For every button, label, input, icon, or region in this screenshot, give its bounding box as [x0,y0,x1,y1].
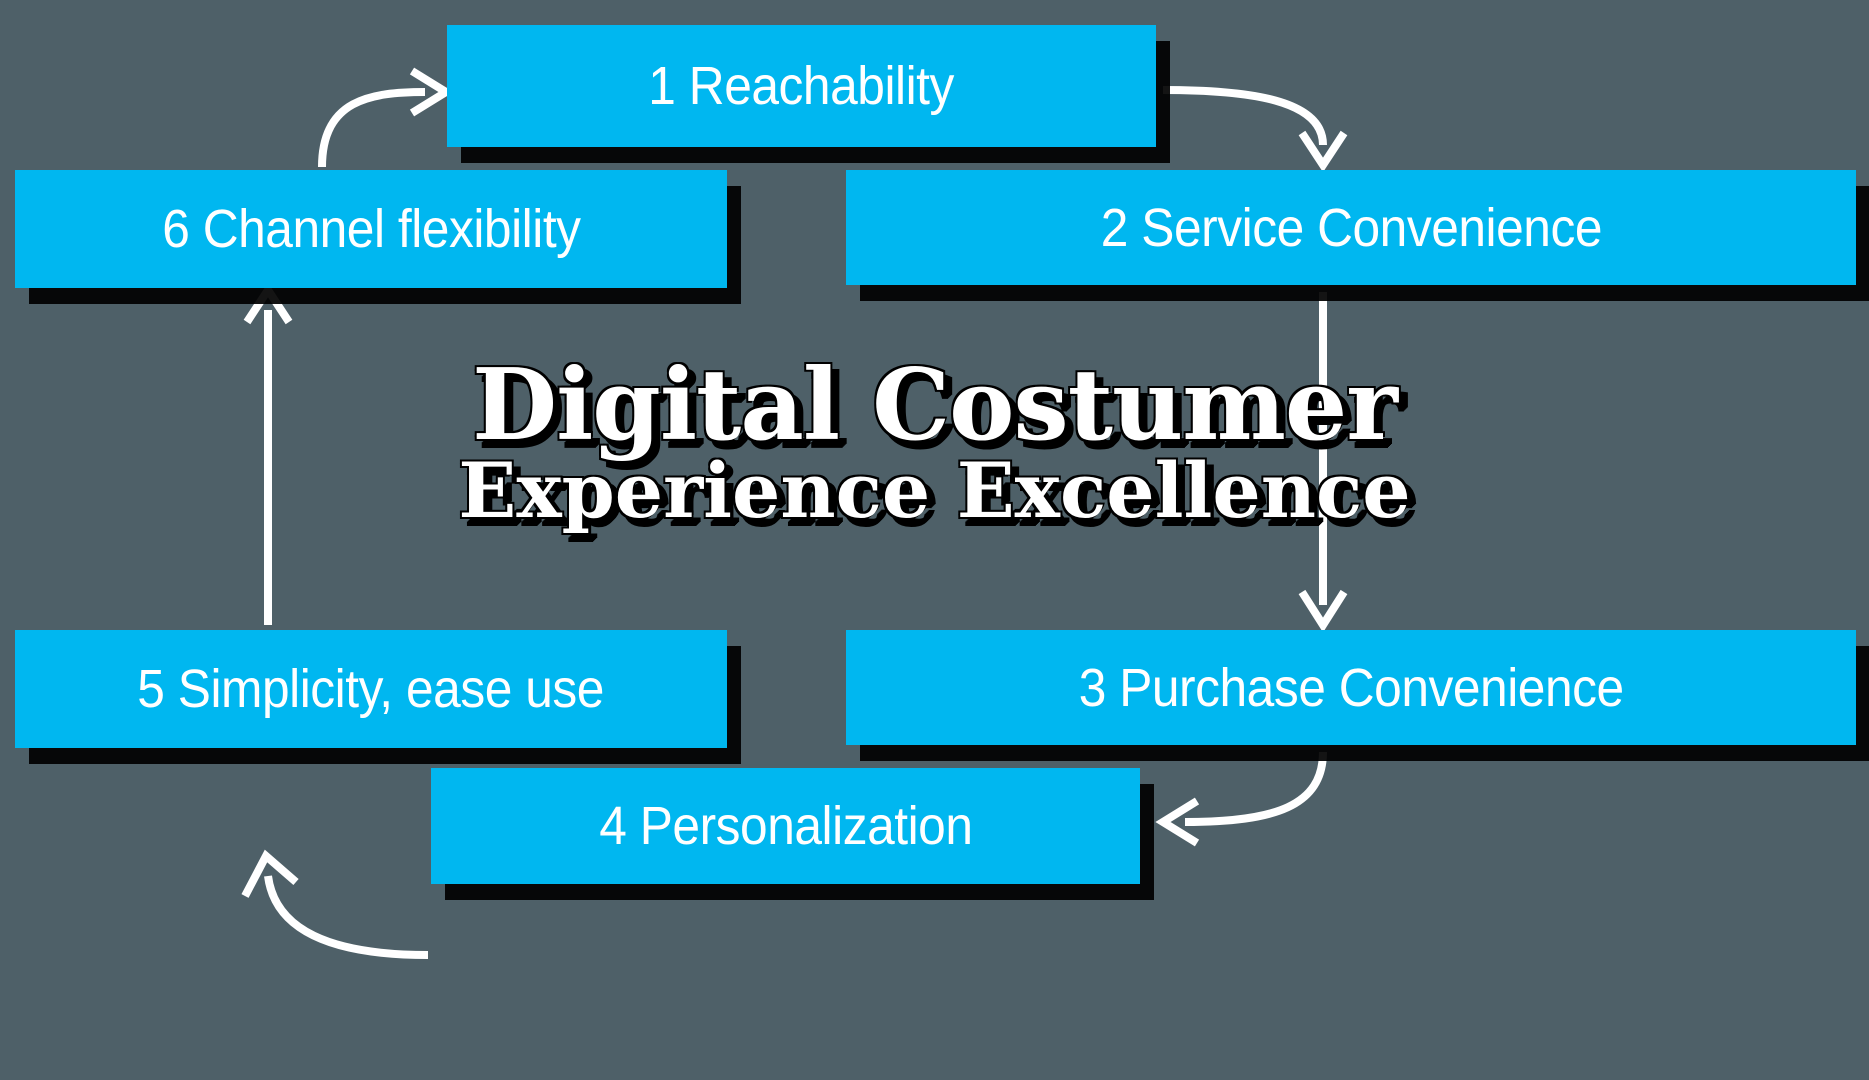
node-label-4: 4 Personalization [598,796,973,856]
node-box-1-reachability[interactable]: 1 Reachability [447,25,1156,147]
node-label-5: 5 Simplicity, ease use [137,659,605,719]
arrow-3-to-4 [1155,751,1327,847]
arrow-5-to-6 [243,282,293,625]
center-title-line-2: Experience Excellence [458,445,1411,535]
arrow-1-to-2 [1162,86,1348,173]
node-label-6: 6 Channel flexibility [161,199,581,259]
node-label-3: 3 Purchase Convenience [1078,657,1624,718]
center-title: Digital Costumer Experience Excellence [0,355,1869,531]
node-box-2-service-convenience[interactable]: 2 Service Convenience [846,170,1856,285]
arrow-2-to-3 [1298,292,1348,633]
node-label-1: 1 Reachability [648,56,955,116]
node-box-5-simplicity-ease-use[interactable]: 5 Simplicity, ease use [15,630,727,748]
center-title-line-1: Digital Costumer [472,348,1398,463]
node-box-4-personalization[interactable]: 4 Personalization [431,768,1140,884]
arrow-4-to-5 [241,849,429,959]
node-box-3-purchase-convenience[interactable]: 3 Purchase Convenience [846,630,1856,745]
arrow-6-to-1 [318,67,454,168]
node-label-2: 2 Service Convenience [1100,197,1602,258]
node-box-6-channel-flexibility[interactable]: 6 Channel flexibility [15,170,727,288]
